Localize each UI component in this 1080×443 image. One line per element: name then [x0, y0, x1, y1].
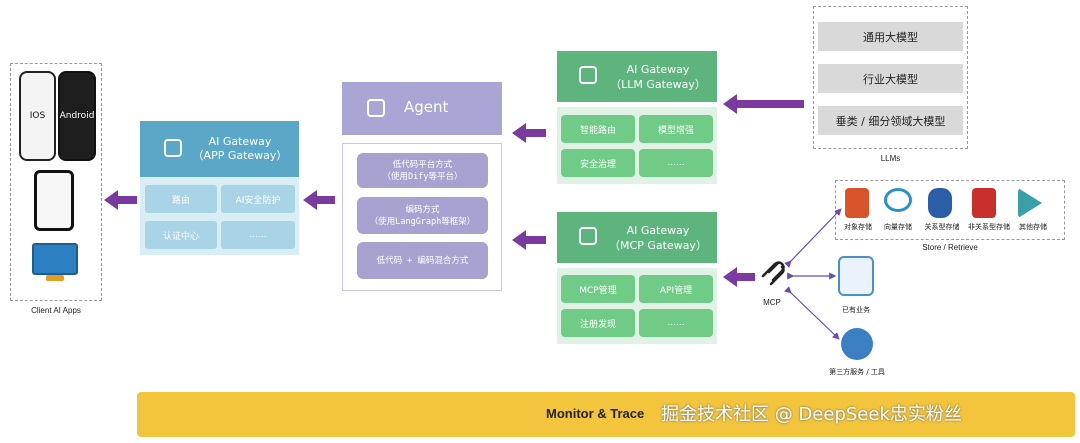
existing-business-label: 已有业务 [842, 306, 870, 314]
llms-caption: LLMs [880, 153, 901, 163]
mcp-gateway-subtitle: （MCP Gateway） [609, 239, 707, 252]
mcp-chip-more: ...... [639, 309, 713, 337]
agent-chip-hybrid-line1: 低代码 + 编码混合方式 [376, 255, 469, 266]
nosql-storage-icon [972, 188, 996, 218]
vector-storage-icon [884, 188, 912, 212]
llm-chip-routing: 智能路由 [561, 115, 635, 143]
third-party-icon [841, 328, 873, 360]
mcp-gateway-header: AI Gateway （MCP Gateway） [557, 212, 717, 263]
arrow-llmgw-to-agent [512, 123, 546, 143]
client-caption: Client AI Apps [31, 305, 81, 315]
mcp-gateway-icon [579, 227, 597, 245]
arrow-llms-to-llmgw [723, 94, 804, 114]
agent-chip-coding-line2: （使用LangGraph等框架） [369, 216, 476, 227]
llm-chip-enhance: 模型增强 [639, 115, 713, 143]
llm-chip-governance: 安全治理 [561, 149, 635, 177]
llm-gateway-header: AI Gateway （LLM Gateway） [557, 51, 717, 102]
client-apps-box [10, 63, 102, 301]
tablet-device [34, 170, 74, 231]
android-phone: Android [58, 71, 96, 161]
desktop-monitor [32, 243, 78, 275]
nosql-storage-label: 非关系型存储 [968, 223, 1010, 231]
agent-header: Agent [342, 82, 502, 135]
gateway-icon [164, 139, 182, 157]
app-chip-more: ...... [221, 221, 295, 249]
app-gateway-title: AI Gateway [208, 135, 272, 148]
monitor-trace-bar [137, 392, 1075, 437]
agent-icon [367, 99, 385, 117]
llm-gateway-icon [579, 66, 597, 84]
mcp-icon [761, 261, 785, 286]
object-storage-icon [845, 188, 869, 218]
watermark-text: 掘金技术社区 @ DeepSeek忠实粉丝 [661, 404, 962, 425]
llm-general: 通用大模型 [818, 22, 963, 51]
relational-storage-label: 关系型存储 [924, 223, 960, 231]
app-gateway-subtitle: （APP Gateway） [192, 149, 288, 162]
agent-chip-coding-line1: 编码方式 [405, 204, 440, 215]
arrow-mcp-to-mcpgw [723, 267, 755, 287]
mcp-label: MCP [763, 297, 781, 307]
agent-chip-lowcode: 低代码平台方式 （使用Dify等平台） [357, 153, 488, 188]
mcp-chip-mcp-mgmt: MCP管理 [561, 275, 635, 303]
vector-storage-label: 向量存储 [884, 223, 912, 231]
monitor-stand [46, 275, 64, 281]
app-chip-auth: 认证中心 [145, 221, 217, 249]
monitor-trace-label: Monitor & Trace [546, 406, 645, 421]
relational-storage-icon [928, 188, 952, 218]
mcp-chip-discovery: 注册发现 [561, 309, 635, 337]
ios-phone: IOS [19, 71, 56, 161]
mcp-chip-api-mgmt: API管理 [639, 275, 713, 303]
link-mcp-storage [784, 208, 842, 268]
llm-chip-more: ...... [639, 149, 713, 177]
llm-gateway-subtitle: （LLM Gateway） [610, 78, 706, 91]
llm-vertical: 垂类 / 细分领域大模型 [818, 106, 963, 135]
android-label: Android [59, 111, 95, 121]
llms-box [813, 6, 968, 149]
llm-industry: 行业大模型 [818, 64, 963, 93]
arrow-mcpgw-to-agent [512, 230, 546, 250]
agent-chip-hybrid: 低代码 + 编码混合方式 [357, 242, 488, 279]
agent-title: Agent [404, 98, 449, 116]
object-storage-label: 对象存储 [844, 223, 872, 231]
flow-arrows [104, 94, 804, 287]
third-party-label: 第三方服务 / 工具 [829, 368, 885, 376]
link-mcp-thirdparty [784, 286, 840, 340]
agent-chip-lowcode-line2: （使用Dify等平台） [382, 171, 463, 182]
agent-chip-lowcode-line1: 低代码平台方式 [392, 159, 453, 170]
app-chip-security: AI安全防护 [221, 185, 295, 213]
existing-business-icon [838, 256, 874, 296]
arrow-agent-to-app [303, 190, 335, 210]
arrow-app-to-client [104, 190, 137, 210]
mcp-gateway-title: AI Gateway [626, 224, 690, 237]
ios-label: IOS [29, 111, 46, 121]
agent-chip-coding: 编码方式 （使用LangGraph等框架） [357, 197, 488, 234]
other-storage-label: 其他存储 [1019, 223, 1047, 231]
llm-gateway-title: AI Gateway [626, 63, 690, 76]
storage-caption: Store / Retrieve [922, 242, 978, 252]
app-gateway-header: AI Gateway （APP Gateway） [140, 121, 299, 177]
app-chip-routing: 路由 [145, 185, 217, 213]
